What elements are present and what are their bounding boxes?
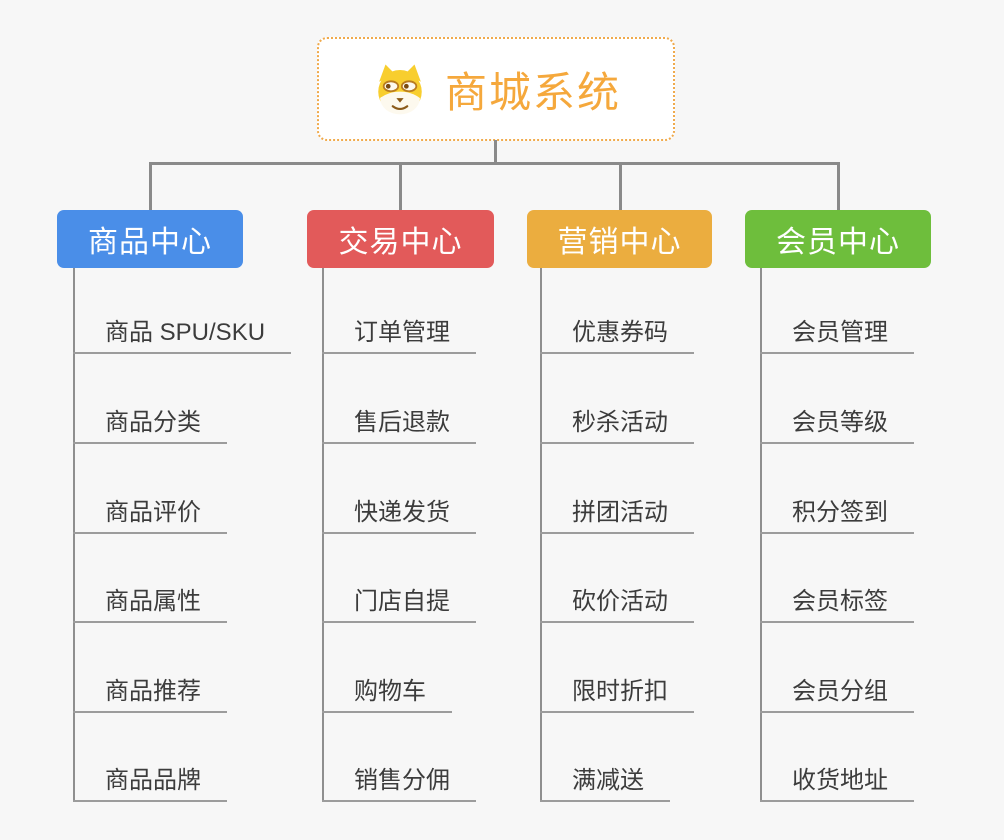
- spine-product-center: [73, 268, 75, 802]
- leaf-node[interactable]: 商品评价: [73, 487, 227, 534]
- leaf-node[interactable]: 砍价活动: [540, 576, 694, 623]
- leaf-node[interactable]: 秒杀活动: [540, 397, 694, 444]
- leaf-node[interactable]: 商品属性: [73, 576, 227, 623]
- leaf-node[interactable]: 门店自提: [322, 576, 476, 623]
- connector-drop-member: [837, 162, 840, 210]
- leaf-node[interactable]: 拼团活动: [540, 487, 694, 534]
- root-node[interactable]: 商城系统: [317, 37, 675, 141]
- branch-node-member-center[interactable]: 会员中心: [745, 210, 931, 268]
- branch-node-marketing-center[interactable]: 营销中心: [527, 210, 712, 268]
- connector-drop-product: [149, 162, 152, 210]
- spine-trade-center: [322, 268, 324, 802]
- leaf-node[interactable]: 商品分类: [73, 397, 227, 444]
- leaf-node[interactable]: 会员分组: [760, 666, 914, 713]
- spine-member-center: [760, 268, 762, 802]
- leaf-node[interactable]: 商品品牌: [73, 755, 227, 802]
- branch-node-trade-center[interactable]: 交易中心: [307, 210, 494, 268]
- leaf-node[interactable]: 商品推荐: [73, 666, 227, 713]
- dog-face-icon: [371, 60, 429, 118]
- spine-marketing-center: [540, 268, 542, 802]
- leaf-node[interactable]: 售后退款: [322, 397, 476, 444]
- root-title: 商城系统: [444, 68, 621, 116]
- leaf-node[interactable]: 购物车: [322, 666, 452, 713]
- leaf-node[interactable]: 订单管理: [322, 307, 476, 354]
- branch-node-product-center[interactable]: 商品中心: [57, 210, 243, 268]
- connector-drop-trade: [399, 162, 402, 210]
- leaf-node[interactable]: 优惠券码: [540, 307, 694, 354]
- leaf-node[interactable]: 会员管理: [760, 307, 914, 354]
- leaf-node[interactable]: 会员等级: [760, 397, 914, 444]
- leaf-node[interactable]: 会员标签: [760, 576, 914, 623]
- leaf-node[interactable]: 积分签到: [760, 487, 914, 534]
- leaf-node[interactable]: 满减送: [540, 755, 670, 802]
- connector-root-stem: [494, 140, 497, 164]
- connector-horizontal-rail: [149, 162, 840, 165]
- leaf-node[interactable]: 限时折扣: [540, 666, 694, 713]
- leaf-node[interactable]: 收货地址: [760, 755, 914, 802]
- leaf-node[interactable]: 销售分佣: [322, 755, 476, 802]
- leaf-node[interactable]: 快递发货: [322, 487, 476, 534]
- leaf-node[interactable]: 商品 SPU/SKU: [73, 307, 292, 354]
- connector-drop-marketing: [619, 162, 622, 210]
